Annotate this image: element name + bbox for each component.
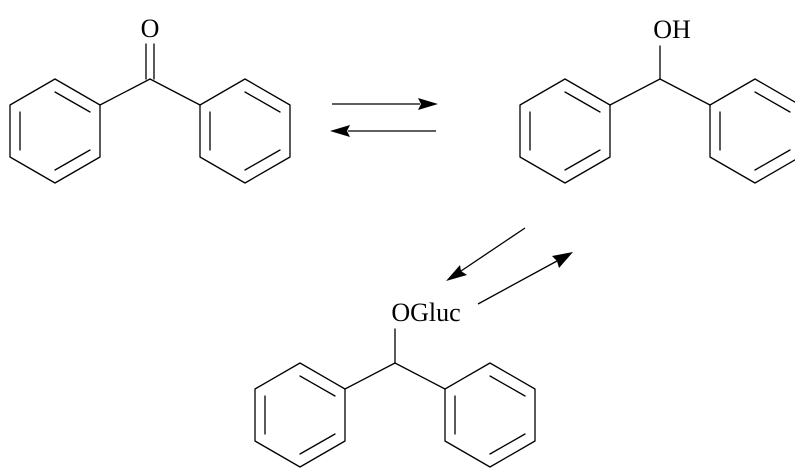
benzophenone: O <box>9 14 291 184</box>
glucuronide-right-ring <box>444 362 536 468</box>
benzhydrol-right-ring <box>709 78 795 184</box>
glucuronide-bridge-bonds <box>344 328 446 390</box>
top-reverse-arrow <box>330 125 436 137</box>
diagonal-arrow-from-glucuronide <box>477 252 573 305</box>
benzhydrol-left-ring <box>519 78 611 184</box>
carbonyl-oxygen-label: O <box>141 14 160 43</box>
glucuronide: OGluc <box>254 298 536 468</box>
diagonal-arrow-to-glucuronide <box>446 227 526 281</box>
benzophenone-bridge-bonds <box>99 78 201 106</box>
carbonyl-double-bond <box>145 43 155 80</box>
hydroxyl-label: OH <box>653 15 691 44</box>
benzophenone-left-ring <box>9 78 101 184</box>
oglucuronide-label: OGluc <box>391 298 460 327</box>
benzhydrol-bridge-bonds <box>609 45 711 106</box>
top-forward-arrow <box>332 98 438 110</box>
benzhydrol: OH <box>519 15 795 184</box>
glucuronide-left-ring <box>254 362 346 468</box>
benzophenone-right-ring <box>199 78 291 184</box>
